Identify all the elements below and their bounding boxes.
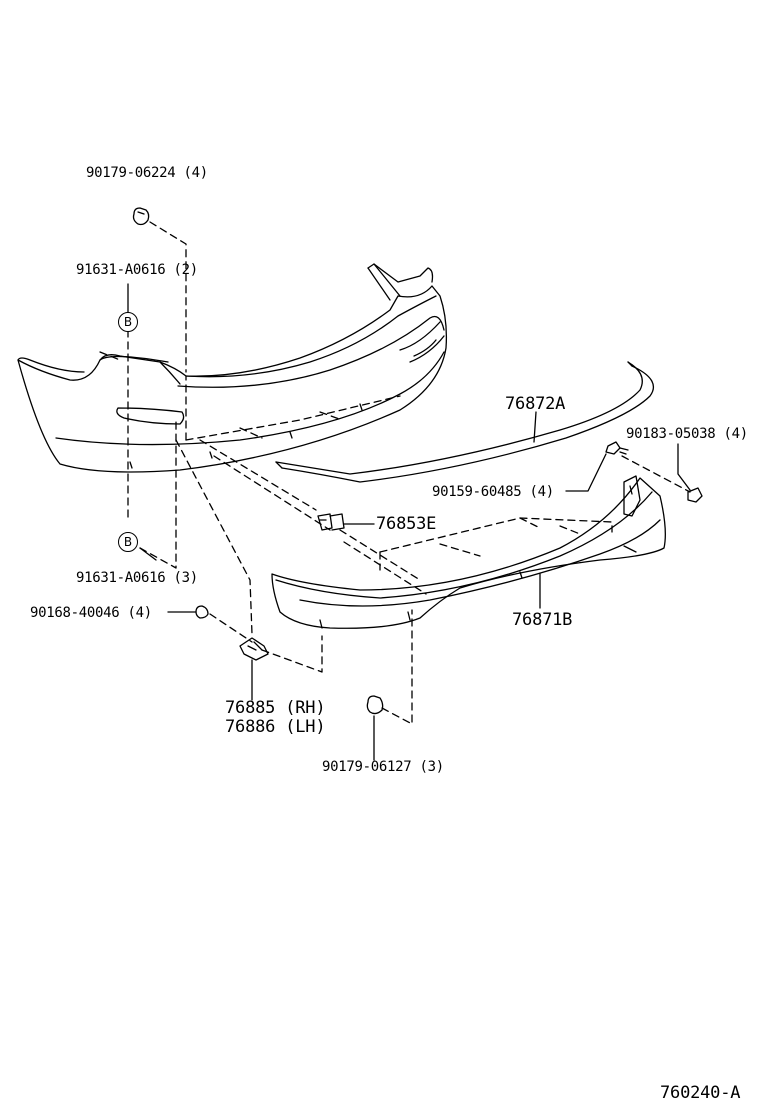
callout-b-bottom: B [118,532,138,552]
label-bracket-rh: 76885 (RH) [225,698,326,718]
label-retainer: 76853E [376,514,437,534]
nut-left-icon [195,605,209,619]
label-screw-right: 90183-05038 (4) [626,426,748,442]
mounting-outline [185,375,401,441]
lower-spoiler [271,475,666,629]
label-nut-bottom: 90179-06127 (3) [322,759,444,775]
bolt-icon [605,441,629,455]
nut-bottom-icon [366,695,384,715]
moulding-strip [275,361,655,483]
label-moulding: 76872A [505,394,566,414]
label-lower-bumper: 76871B [512,610,573,630]
figure-id: 760240-A [660,1083,741,1103]
screw-icon [687,487,703,503]
label-bolt: 90159-60485 (4) [432,484,554,500]
nut-top-icon [132,207,150,226]
label-nut-top: 90179-06224 (4) [86,165,208,181]
label-clip-b-top: 91631-A0616 (2) [76,262,198,278]
retainer-icon [317,513,345,531]
label-clip-b-bottom: 91631-A0616 (3) [76,570,198,586]
label-bracket-lh: 76886 (LH) [225,717,326,737]
label-nut-left: 90168-40046 (4) [30,605,152,621]
callout-b-top: B [118,312,138,332]
leader-lines [127,283,691,761]
assembly-lines [99,221,691,725]
side-bracket-icon [239,637,269,661]
rear-bumper-cover [17,263,448,473]
